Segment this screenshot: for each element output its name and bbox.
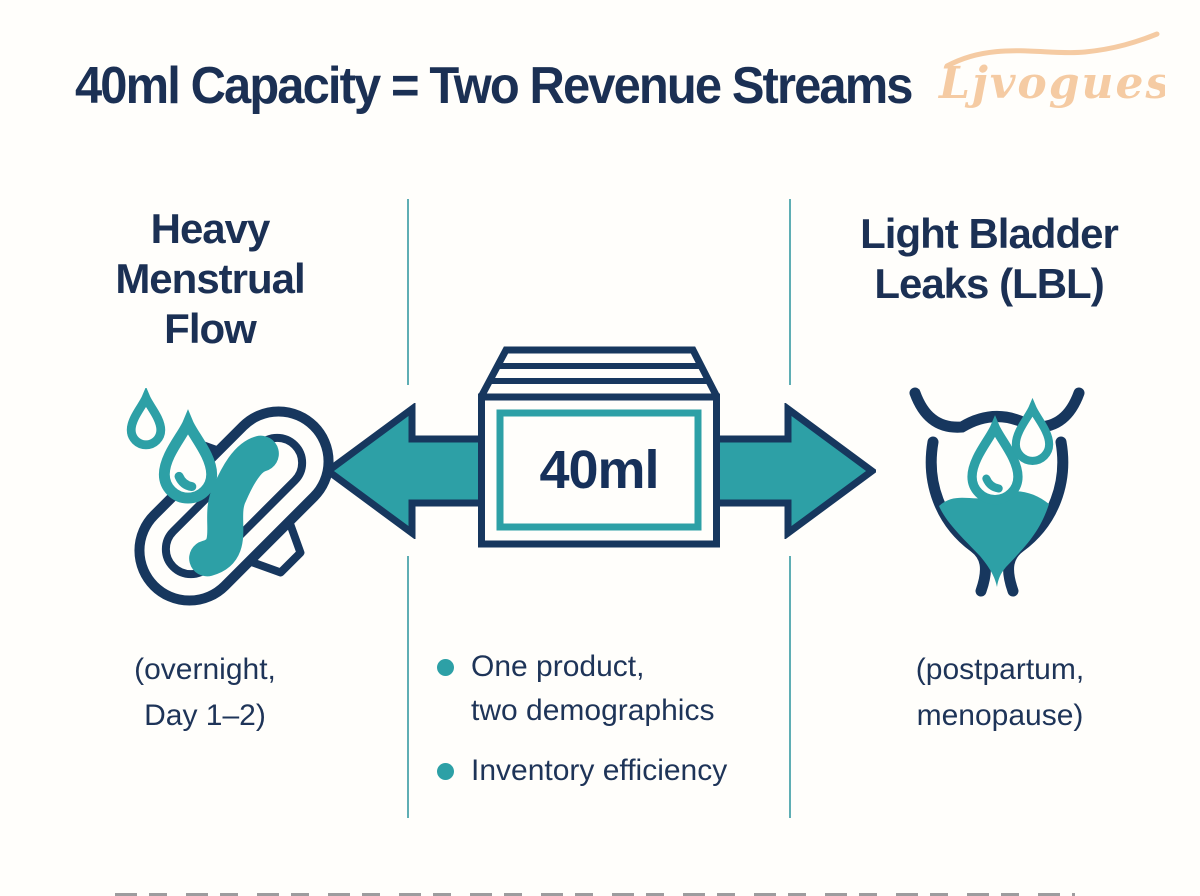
brand-logo: Ljvogues — [937, 31, 1165, 109]
cropped-text-artifact — [115, 893, 1075, 896]
right-stream-caption: (postpartum, menopause) — [850, 647, 1150, 739]
menstrual-pad-icon — [126, 388, 334, 606]
list-item: Inventory efficiency — [437, 749, 727, 793]
left-heading-line: Menstrual — [115, 255, 305, 302]
left-heading-line: Flow — [164, 305, 257, 352]
right-caption-line: menopause) — [916, 699, 1084, 732]
divider-right-top — [789, 199, 791, 385]
left-caption-line: (overnight, — [134, 653, 276, 686]
divider-left-bottom — [407, 556, 409, 818]
left-stream-caption: (overnight, Day 1–2) — [60, 647, 350, 739]
bullet-text: One product, two demographics — [471, 645, 714, 733]
right-stream-heading: Light Bladder Leaks (LBL) — [838, 209, 1140, 309]
droplet-large-icon — [967, 415, 1023, 505]
right-caption-line: (postpartum, — [915, 653, 1085, 686]
left-caption-line: Day 1–2) — [144, 699, 266, 732]
left-heading-line: Heavy — [150, 205, 271, 252]
bullet-text: Inventory efficiency — [471, 749, 727, 793]
product-box-icon — [478, 346, 720, 548]
bullet-line: Inventory efficiency — [471, 754, 728, 787]
left-arrow-icon — [324, 403, 484, 539]
bladder-icon — [909, 387, 1085, 597]
bullet-line: One product, — [471, 650, 645, 683]
benefit-bullet-list: One product, two demographics Inventory … — [437, 645, 727, 809]
list-item: One product, two demographics — [437, 645, 727, 733]
droplet-small-icon — [126, 388, 166, 450]
right-heading-line: Light Bladder — [860, 210, 1119, 257]
brand-logo-text: Ljvogues — [937, 58, 1165, 109]
divider-right-bottom — [789, 556, 791, 818]
bullet-line: two demographics — [471, 694, 715, 727]
logo-swoosh-icon — [944, 31, 1160, 69]
droplet-large-icon — [158, 409, 218, 504]
box-capacity-label: 40ml — [539, 440, 659, 500]
bullet-dot-icon — [437, 763, 454, 780]
page-title: 40ml Capacity = Two Revenue Streams — [75, 57, 913, 115]
right-arrow-icon — [716, 403, 876, 539]
left-stream-heading: Heavy Menstrual Flow — [60, 204, 360, 354]
droplet-small-icon — [1011, 397, 1054, 465]
right-heading-line: Leaks (LBL) — [874, 260, 1104, 307]
bullet-dot-icon — [437, 659, 454, 676]
divider-left-top — [407, 199, 409, 385]
